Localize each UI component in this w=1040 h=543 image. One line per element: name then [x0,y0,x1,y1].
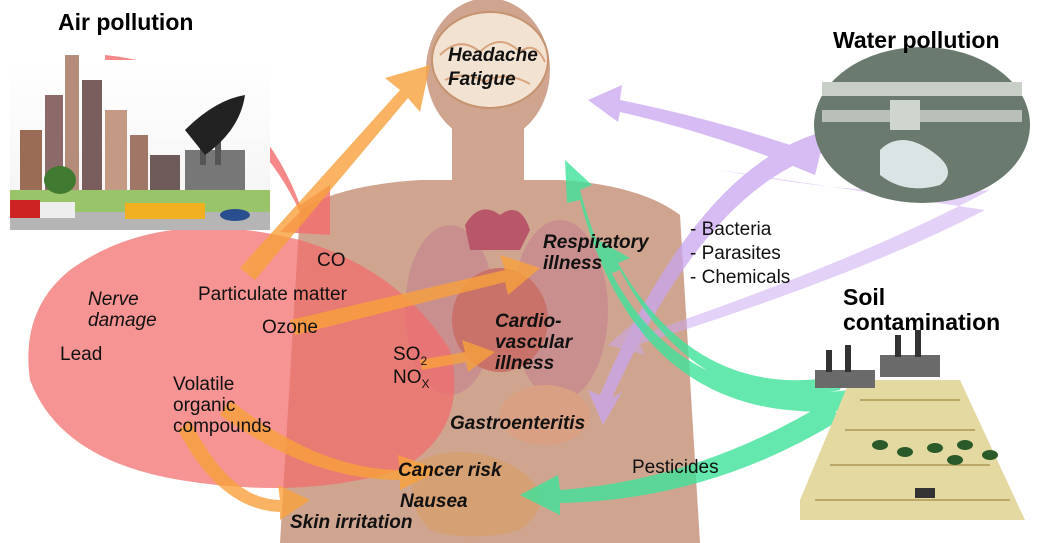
volatile-organic-compounds-label: Volatile organic compounds [173,375,271,438]
soil-label-line2: contamination [843,310,1000,335]
skin-irritation-label: Skin irritation [290,513,412,534]
co-label: CO [317,251,346,272]
soil-label-line1: Soil [843,285,1000,310]
respiratory-line1: Respiratory [543,233,649,254]
particulate-matter-label: Particulate matter [198,285,347,306]
ozone-label: Ozone [262,318,318,339]
chemicals-label: - Chemicals [690,268,790,289]
so2-label: SO2 [393,345,427,366]
cardio-line1: Cardio- [495,312,572,333]
respiratory-illness-label: Respiratory illness [543,233,649,275]
nox-base: NO [393,367,422,388]
nerve-line1: Nerve [88,290,157,311]
nerve-damage-label: Nerve damage [88,290,157,332]
so2-subscript: 2 [420,354,427,368]
farm-image [800,330,1025,520]
cardio-line3: illness [495,354,572,375]
headache-label: Headache [448,46,538,67]
water-pipe-image [814,47,1030,203]
so2-base: SO [393,344,420,365]
gastroenteritis-label: Gastroenteritis [450,414,585,435]
nausea-label: Nausea [400,492,468,513]
pesticides-label: Pesticides [632,458,719,479]
nox-subscript: X [422,377,430,391]
water-pollutant-list: - Bacteria - Parasites - Chemicals [690,220,790,289]
bacteria-label: - Bacteria [690,220,790,241]
cardiovascular-illness-label: Cardio- vascular illness [495,312,572,375]
fatigue-label: Fatigue [448,70,516,91]
water-pollution-label: Water pollution [833,28,1000,53]
nox-label: NOX [393,368,430,389]
voc-line1: Volatile [173,375,271,396]
air-pollution-label: Air pollution [58,10,193,35]
city-image [10,55,270,230]
respiratory-line2: illness [543,254,649,275]
parasites-label: - Parasites [690,244,790,265]
cancer-risk-label: Cancer risk [398,461,502,482]
nerve-line2: damage [88,311,157,332]
voc-line2: organic [173,396,271,417]
cardio-line2: vascular [495,333,572,354]
voc-line3: compounds [173,417,271,438]
soil-contamination-label: Soil contamination [843,285,1000,336]
lead-label: Lead [60,345,102,366]
